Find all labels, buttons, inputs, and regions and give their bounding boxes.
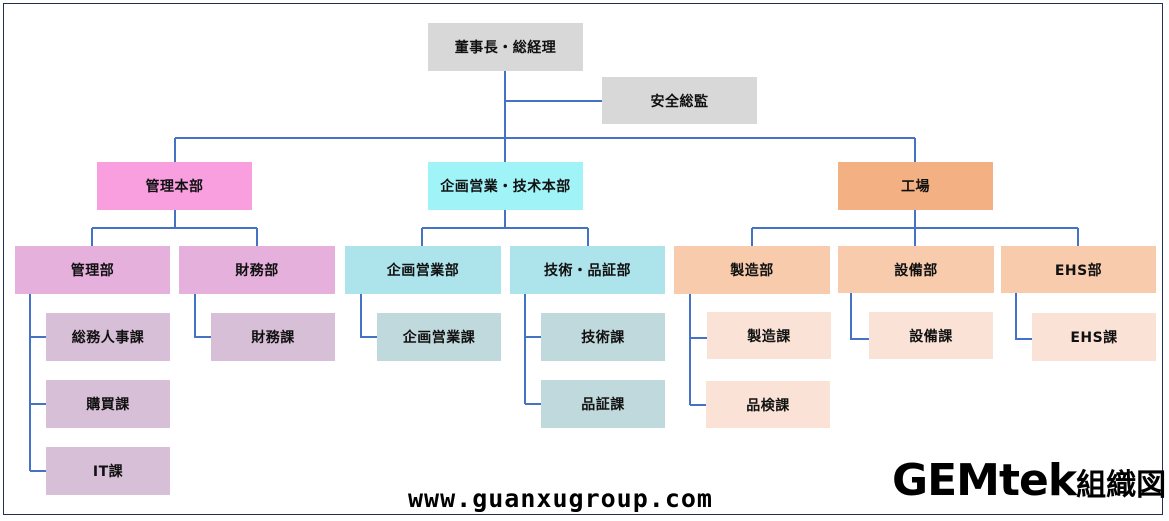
logo-brand: GEMtek bbox=[892, 455, 1077, 506]
equipment-dept-box: 設備部 bbox=[838, 246, 994, 293]
admin-dept-box: 管理部 bbox=[15, 246, 170, 294]
connector-tech-sections bbox=[524, 294, 541, 405]
connector-equip-section bbox=[850, 293, 869, 340]
manufacturing-dept-box: 製造部 bbox=[674, 246, 830, 294]
website-url: www.guanxugroup.com bbox=[408, 484, 713, 513]
general-hr-section-box: 総務人事課 bbox=[46, 313, 170, 361]
safety-director-box: 安全総監 bbox=[602, 77, 757, 124]
inspection-section-box: 品検課 bbox=[706, 381, 830, 428]
manufacturing-section-box: 製造課 bbox=[707, 312, 831, 359]
equipment-section-box: 設備課 bbox=[869, 312, 993, 359]
connector-mfg-sections bbox=[689, 294, 707, 406]
mgmt-hq-box: 管理本部 bbox=[97, 162, 252, 210]
sales-section-box: 企画営業課 bbox=[377, 313, 501, 361]
purchasing-section-box: 購買課 bbox=[46, 380, 170, 428]
connector-sales-section bbox=[360, 294, 377, 338]
tech-qa-dept-box: 技術・品証部 bbox=[510, 246, 665, 294]
frame-border bbox=[3, 3, 1163, 515]
connector-planning bbox=[421, 210, 589, 246]
factory-box: 工場 bbox=[838, 162, 993, 210]
connector-admin-sections bbox=[29, 294, 46, 472]
connector-mgmt bbox=[91, 210, 258, 246]
ehs-dept-box: EHS部 bbox=[1001, 246, 1156, 293]
logo-subtitle: 組織図 bbox=[1076, 468, 1167, 503]
finance-dept-box: 財務部 bbox=[179, 246, 335, 294]
planning-hq-box: 企画営業・技术本部 bbox=[428, 162, 583, 210]
ehs-section-box: EHS課 bbox=[1032, 313, 1156, 361]
chart-title-logo: GEMtek組織図 bbox=[892, 455, 1166, 506]
sales-dept-box: 企画営業部 bbox=[345, 246, 501, 294]
qa-section-box: 品証課 bbox=[541, 380, 665, 428]
connector-ehs-section bbox=[1015, 293, 1032, 340]
connector-factory bbox=[751, 210, 1079, 246]
it-section-box: IT課 bbox=[46, 447, 170, 495]
chairman-box: 董事長・総経理 bbox=[428, 23, 583, 71]
connector-finance-section bbox=[194, 294, 211, 338]
finance-section-box: 財務課 bbox=[211, 313, 335, 361]
connector-top bbox=[174, 71, 916, 162]
tech-section-box: 技術課 bbox=[541, 313, 665, 361]
